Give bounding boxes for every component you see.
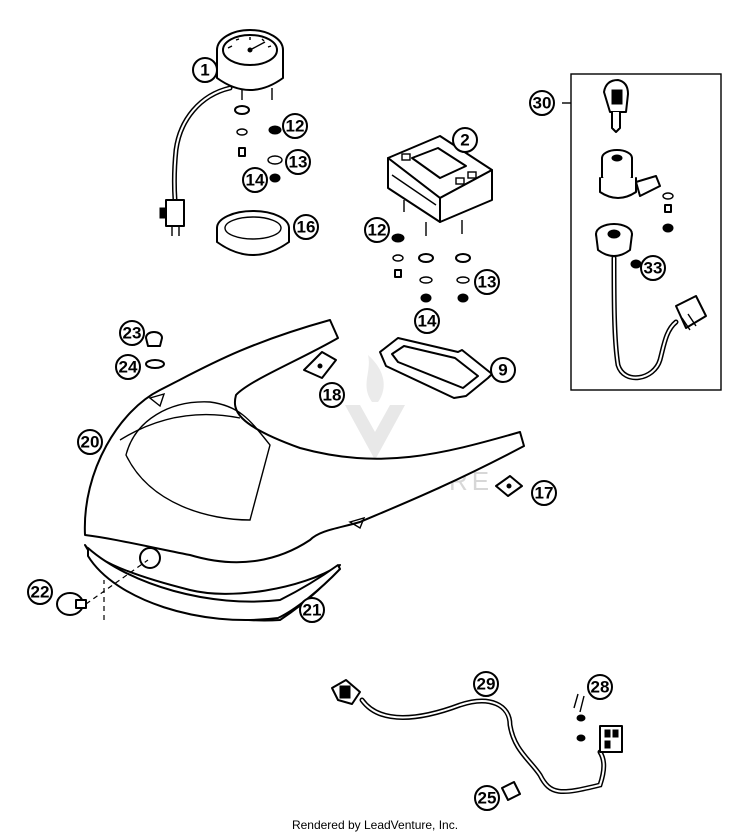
svg-text:16: 16 [297, 218, 316, 237]
callout-14-gauge: 14 [242, 167, 268, 193]
svg-text:17: 17 [535, 484, 554, 503]
speedometer-gauge [216, 29, 284, 100]
gauge-seal-ring [216, 210, 290, 256]
digital-gauge-gasket [379, 337, 493, 399]
callout-24: 24 [115, 354, 141, 380]
svg-text:25: 25 [478, 789, 497, 808]
callout-22: 22 [27, 579, 53, 605]
headlight-trim-21 [87, 547, 341, 622]
digital-speedometer [387, 135, 493, 236]
mask-small-parts [145, 331, 523, 497]
svg-text:2: 2 [460, 131, 469, 150]
watermark-logo-icon [345, 405, 405, 460]
footer-credit: Rendered by LeadVenture, Inc. [291, 818, 459, 832]
svg-text:12: 12 [368, 221, 387, 240]
svg-text:29: 29 [477, 675, 496, 694]
digital-mount-hardware [391, 233, 471, 303]
callout-25: 25 [474, 785, 500, 811]
ignition-key [603, 79, 629, 133]
callout-18: 18 [319, 382, 345, 408]
callout-2: 2 [452, 127, 478, 153]
svg-text:28: 28 [591, 678, 610, 697]
callout-20: 20 [77, 429, 103, 455]
callout-9: 9 [490, 357, 516, 383]
svg-text:12: 12 [286, 117, 305, 136]
ignition-switch-lower-wiring [595, 223, 707, 381]
callout-12-digital: 12 [364, 217, 390, 243]
svg-text:1: 1 [200, 61, 209, 80]
callout-17: 17 [531, 480, 557, 506]
svg-text:30: 30 [533, 94, 552, 113]
svg-text:9: 9 [498, 361, 507, 380]
speedometer-cable [159, 85, 233, 236]
svg-text:33: 33 [644, 259, 663, 278]
ignition-switch [599, 149, 674, 233]
callout-13-digital: 13 [474, 269, 500, 295]
gauge-mount-hardware-left [234, 105, 283, 183]
ignition-lock-group-frame [570, 73, 722, 391]
callout-23: 23 [119, 320, 145, 346]
wiring-harness [331, 679, 623, 801]
svg-text:14: 14 [246, 171, 265, 190]
headlight-adjust-knob [56, 559, 149, 620]
svg-text:14: 14 [418, 312, 437, 331]
callout-29: 29 [473, 671, 499, 697]
callout-12-gauge: 12 [282, 113, 308, 139]
svg-text:20: 20 [81, 433, 100, 452]
callout-21: 21 [299, 597, 325, 623]
callout-30: 30 [529, 90, 555, 116]
svg-text:18: 18 [323, 386, 342, 405]
watermark-flame-icon [366, 355, 384, 402]
svg-text:13: 13 [289, 153, 308, 172]
callout-28: 28 [587, 674, 613, 700]
callout-33: 33 [640, 255, 666, 281]
svg-text:24: 24 [119, 358, 138, 377]
callout-14-digital: 14 [414, 308, 440, 334]
svg-text:21: 21 [303, 601, 322, 620]
callout-16: 16 [293, 214, 319, 240]
svg-text:23: 23 [123, 324, 142, 343]
callout-13-gauge: 13 [285, 149, 311, 175]
callout-1: 1 [192, 57, 218, 83]
svg-text:13: 13 [478, 273, 497, 292]
svg-text:22: 22 [31, 583, 50, 602]
